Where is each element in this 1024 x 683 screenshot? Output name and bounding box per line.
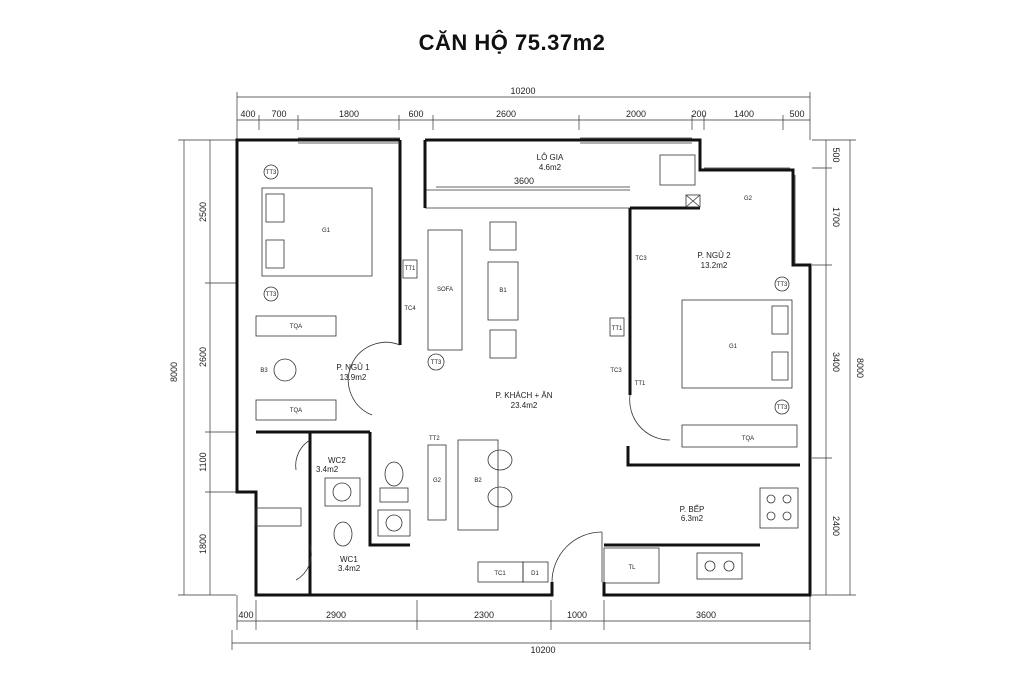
- tag-tt1-b: TT1: [612, 326, 623, 332]
- sofa: [427, 229, 463, 351]
- tag-b3: B3: [260, 368, 268, 374]
- dim-top-9: 500: [789, 109, 804, 119]
- dim-left-2: 2600: [198, 347, 208, 367]
- plan-title: CĂN HỘ 75.37m2: [418, 30, 606, 55]
- dim-right-1: 500: [831, 147, 841, 162]
- tag-tt1-c: TT1: [635, 381, 646, 387]
- tag-b1: B1: [499, 288, 507, 294]
- bed-2: [681, 299, 793, 389]
- dim-top-1: 400: [240, 109, 255, 119]
- bottom-dimensions: 400 2900 2300 1000 3600 10200: [231, 595, 811, 655]
- dim-right-total: 8000: [855, 358, 865, 378]
- washer-unit: [659, 154, 696, 186]
- wardrobe-1: [255, 315, 337, 337]
- dim-top-total: 10200: [510, 86, 535, 96]
- tag-tt3-e: TT3: [777, 405, 788, 411]
- wardrobe-2: [255, 399, 337, 421]
- dim-left-4: 1800: [198, 534, 208, 554]
- dim-top-3: 1800: [339, 109, 359, 119]
- tag-wardrobe-c: TQA: [742, 436, 754, 442]
- dim-top-7: 200: [691, 109, 706, 119]
- dim-right-2: 1700: [831, 207, 841, 227]
- tag-tc1: TC1: [494, 571, 506, 577]
- dim-bottom-5: 3600: [696, 610, 716, 620]
- wardrobe-3: [681, 424, 798, 448]
- tag-tt3-c: TT3: [431, 360, 442, 366]
- dim-left-3: 1100: [198, 452, 208, 471]
- tag-tl: TL: [628, 565, 636, 571]
- kitchen-sink: [696, 552, 743, 580]
- room-bed1-area: 13.9m2: [340, 373, 367, 382]
- dim-logia-inner: 3600: [514, 176, 534, 186]
- tag-b2: B2: [474, 478, 482, 484]
- tag-g1-left: G1: [322, 228, 331, 234]
- right-dimensions: 8000 500 1700 3400 2400: [812, 139, 865, 596]
- room-wc2-area: 3.4m2: [316, 465, 339, 474]
- dim-bottom-3: 2300: [474, 610, 494, 620]
- coffee-table: [487, 261, 519, 321]
- tag-g2-top: G2: [744, 196, 753, 202]
- dim-bottom-4: 1000: [567, 610, 587, 620]
- tag-g2-mid: G2: [433, 478, 442, 484]
- room-wc2-name: WC2: [328, 456, 346, 465]
- left-dimensions: 8000 2500 2600 1100 1800: [169, 139, 236, 596]
- room-bed1-name: P. NGỦ 1: [336, 363, 370, 372]
- room-wc1-name: WC1: [340, 555, 358, 564]
- bed-1: [261, 187, 373, 277]
- cooktop: [759, 487, 799, 529]
- dim-top-2: 700: [271, 109, 286, 119]
- room-kitchen-area: 6.3m2: [681, 514, 704, 523]
- tag-wardrobe-b: TQA: [290, 408, 302, 414]
- room-logia-name: LÔ GIA: [537, 153, 564, 162]
- dim-top-8: 1400: [734, 109, 754, 119]
- tag-sofa: SOFA: [437, 287, 453, 293]
- dim-left-total: 8000: [169, 362, 179, 382]
- tag-tc4: TC4: [404, 306, 416, 312]
- tag-tt3-d: TT3: [777, 282, 788, 288]
- tag-d1: D1: [531, 571, 539, 577]
- room-logia-area: 4.6m2: [539, 163, 562, 172]
- dim-bottom-2: 2900: [326, 610, 346, 620]
- room-wc1-area: 3.4m2: [338, 564, 361, 573]
- dim-top-4: 600: [408, 109, 423, 119]
- tag-g1-right: G1: [729, 344, 738, 350]
- windows: [298, 137, 796, 265]
- drain-box: [685, 194, 701, 208]
- top-dimensions: 10200 400 700 1800 600 2600 2000 200 140…: [236, 86, 811, 140]
- tag-tt2: TT2: [429, 436, 440, 442]
- tag-tt3-b: TT3: [266, 292, 277, 298]
- room-living-area: 23.4m2: [511, 401, 538, 410]
- dim-bottom-total: 10200: [530, 645, 555, 655]
- dim-right-4: 2400: [831, 516, 841, 536]
- room-kitchen-name: P. BẾP: [680, 504, 705, 514]
- dim-left-1: 2500: [198, 202, 208, 222]
- room-bed2-name: P. NGỦ 2: [697, 251, 731, 260]
- dim-top-6: 2000: [626, 109, 646, 119]
- tag-tt1-a: TT1: [405, 266, 416, 272]
- dining-table: [457, 439, 499, 531]
- tag-wardrobe-a: TQA: [290, 324, 302, 330]
- room-living-name: P. KHÁCH + ĂN: [496, 391, 553, 400]
- outer-walls: [235, 138, 812, 597]
- dim-bottom-1: 400: [238, 610, 253, 620]
- fridge: [603, 547, 660, 584]
- tag-tc3-a: TC3: [635, 256, 647, 262]
- dim-top-5: 2600: [496, 109, 516, 119]
- room-bed2-area: 13.2m2: [701, 261, 728, 270]
- dim-right-3: 3400: [831, 352, 841, 372]
- tag-tc3-b: TC3: [610, 368, 622, 374]
- tag-tt3-a: TT3: [266, 170, 277, 176]
